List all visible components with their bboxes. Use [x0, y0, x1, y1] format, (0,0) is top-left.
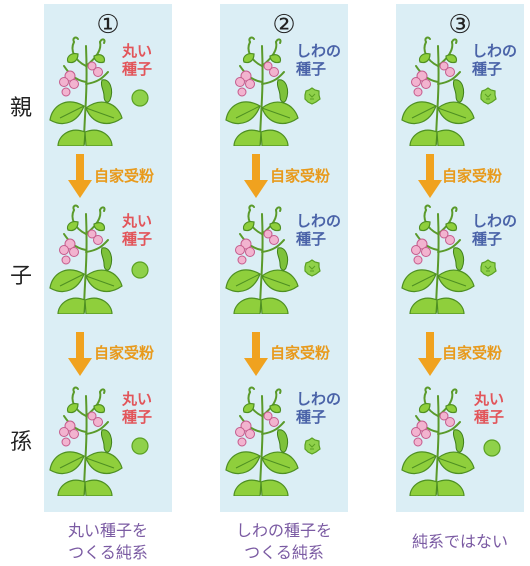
- seed-label: しわの種子: [296, 212, 342, 248]
- arrow-label: 自家受粉: [270, 167, 331, 185]
- generation-label-child: 子: [10, 264, 33, 289]
- wrinkled-seed-icon: [304, 87, 321, 105]
- pea-plant-icon: [225, 386, 299, 496]
- arrow-label: 自家受粉: [270, 344, 331, 362]
- cell-child: 丸い種子: [44, 204, 172, 314]
- pea-plant-icon: [225, 36, 299, 146]
- round-seed-icon: [131, 261, 149, 279]
- wrinkled-seed-icon: [304, 259, 321, 277]
- cell-grandchild: しわの種子: [220, 386, 348, 496]
- seed-label: しわの種子: [296, 42, 342, 78]
- round-seed-icon: [131, 437, 149, 455]
- seed-label: しわの種子: [472, 212, 518, 248]
- round-seed-icon: [483, 439, 501, 457]
- cell-parent: しわの種子: [396, 36, 524, 146]
- down-arrow-icon: [418, 154, 442, 198]
- pea-plant-icon: [401, 386, 475, 496]
- column-1: ① 丸い種子 自家受粉: [44, 4, 172, 512]
- down-arrow-icon: [244, 332, 268, 376]
- wrinkled-seed-icon: [480, 87, 497, 105]
- arrow-label: 自家受粉: [94, 167, 155, 185]
- round-seed-icon: [131, 89, 149, 107]
- pea-plant-icon: [225, 204, 299, 314]
- wrinkled-seed-icon: [480, 259, 497, 277]
- pea-plant-icon: [401, 204, 475, 314]
- column-2: ② しわの種子 自家受粉: [220, 4, 348, 512]
- caption-column-2: しわの種子をつくる純系: [235, 521, 332, 562]
- seed-label: 丸い種子: [122, 212, 153, 248]
- column-3: ③ しわの種子 自家受粉: [396, 4, 524, 512]
- down-arrow-icon: [244, 154, 268, 198]
- cell-parent: しわの種子: [220, 36, 348, 146]
- pea-plant-icon: [401, 36, 475, 146]
- caption-column-1: 丸い種子をつくる純系: [67, 521, 148, 562]
- down-arrow-icon: [418, 332, 442, 376]
- arrow-label: 自家受粉: [442, 344, 503, 362]
- down-arrow-icon: [68, 154, 92, 198]
- generation-label-parent: 親: [10, 96, 33, 121]
- pea-plant-icon: [49, 386, 123, 496]
- seed-label: しわの種子: [472, 42, 518, 78]
- arrow-label: 自家受粉: [442, 167, 503, 185]
- wrinkled-seed-icon: [304, 437, 321, 455]
- column-number: ③: [448, 10, 472, 40]
- seed-label: 丸い種子: [122, 42, 153, 78]
- cell-parent: 丸い種子: [44, 36, 172, 146]
- pea-plant-icon: [49, 204, 123, 314]
- column-number: ②: [272, 10, 296, 40]
- seed-label: 丸い種子: [122, 390, 153, 426]
- cell-grandchild: 丸い種子: [396, 386, 524, 496]
- cell-child: しわの種子: [220, 204, 348, 314]
- pea-plant-icon: [49, 36, 123, 146]
- cell-child: しわの種子: [396, 204, 524, 314]
- seed-label: 丸い種子: [474, 390, 505, 426]
- cell-grandchild: 丸い種子: [44, 386, 172, 496]
- seed-label: しわの種子: [296, 390, 342, 426]
- column-number: ①: [96, 10, 120, 40]
- generation-label-grandchild: 孫: [10, 430, 33, 455]
- down-arrow-icon: [68, 332, 92, 376]
- caption-column-3: 純系ではない: [411, 532, 508, 551]
- arrow-label: 自家受粉: [94, 344, 155, 362]
